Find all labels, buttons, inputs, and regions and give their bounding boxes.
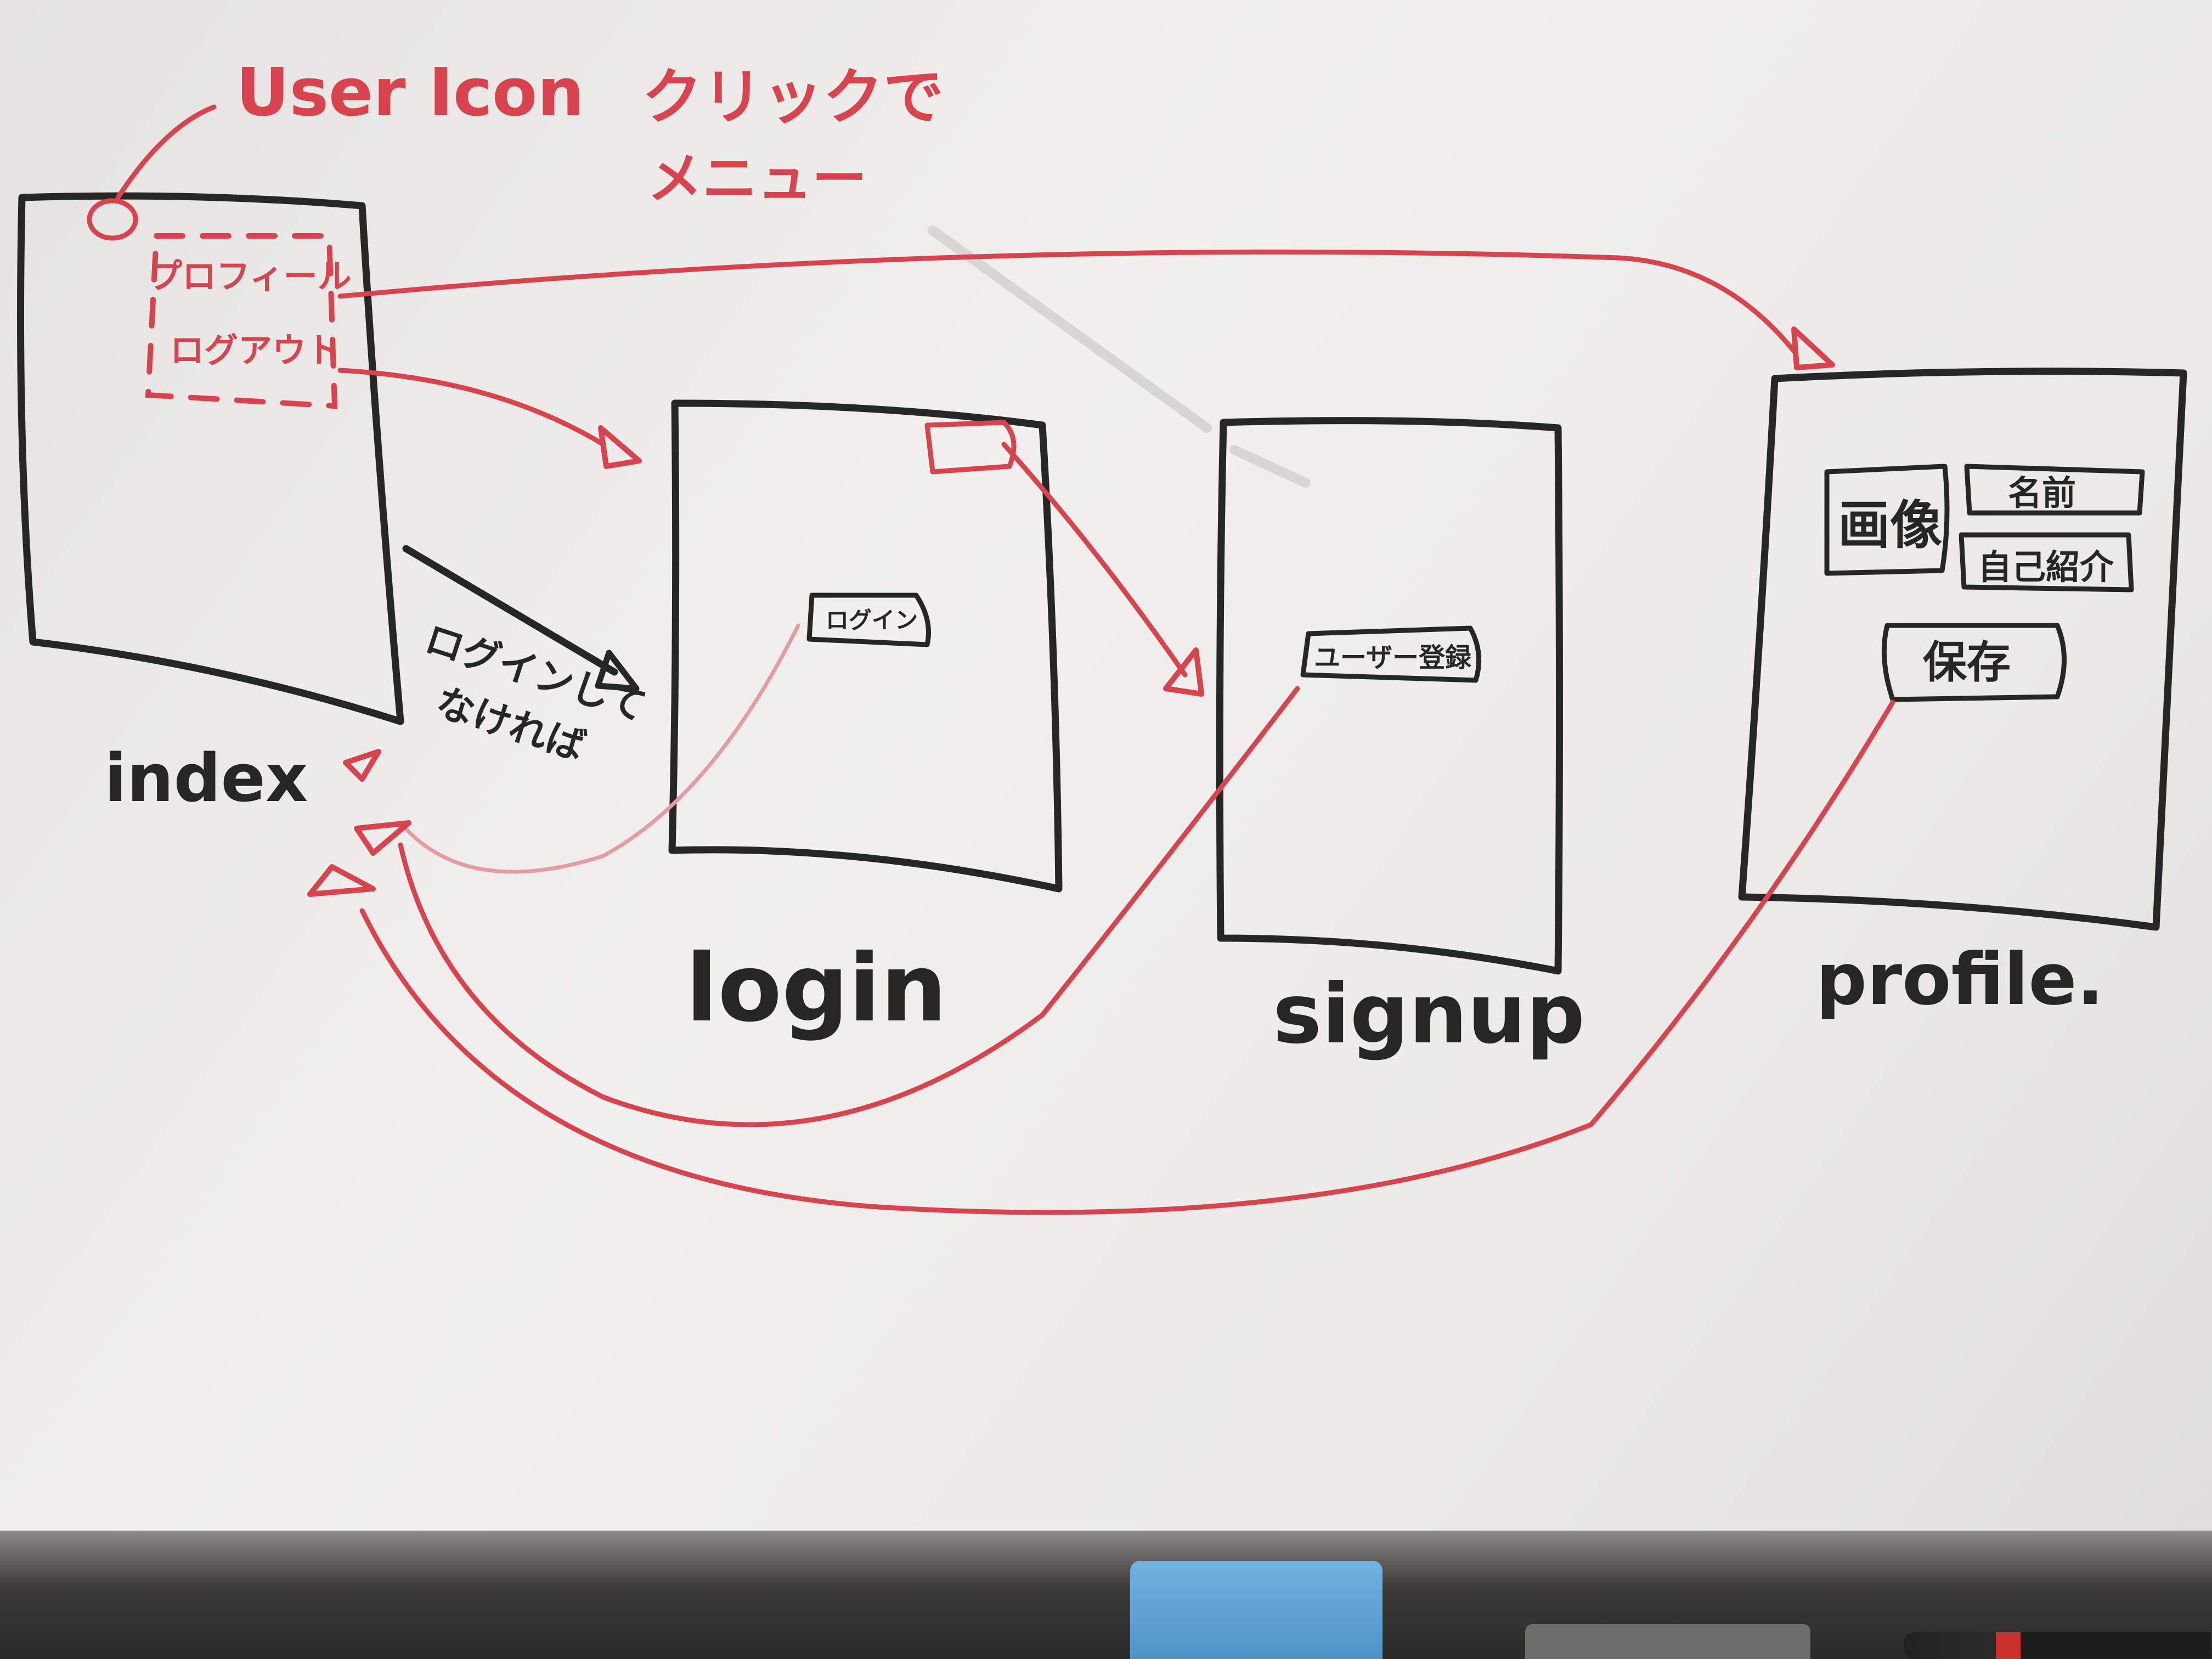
diagram-canvas: プロフィール ログアウト index ログイン login ユーザー登録 sig… [17,55,2187,1215]
arrow-login-to-signup-head [1163,647,1204,697]
arrow-menu-to-profile [337,249,1797,354]
login-button-outline [806,592,931,647]
return-arrow-from-profile [359,699,1895,1215]
login-button-label: ログイン [826,607,918,634]
user-icon-leader-line [115,104,217,200]
dropdown-menu-outline [145,233,338,409]
profile-image-box [1824,464,1950,576]
guard-arrowhead [595,650,640,692]
marker-pen [1904,1632,2211,1659]
signup-button-outline [1300,625,1482,683]
profile-bio-label: 自己紹介 [1978,547,2114,587]
arrow-menu-to-profile-head [1791,326,1835,370]
menu-item-logout: ログアウト [170,330,340,370]
signup-page-frame [1216,417,1563,975]
eraser-felt [1525,1624,1810,1659]
erased-stroke [1229,445,1311,488]
menu-item-profile: プロフィール [148,256,352,296]
profile-bio-field [1959,532,2134,592]
click-menu-annotation-2: メニュー [647,146,867,211]
profile-name-field [1964,464,2145,516]
eraser [1130,1561,1383,1659]
signup-page-name: signup [1273,967,1585,1062]
signup-button-label: ユーザー登録 [1314,642,1472,673]
return-arrow-from-login [398,623,800,874]
arrow-login-to-signup [1001,442,1188,678]
return-arrowhead-3 [307,864,376,897]
return-arrowhead-1 [343,749,381,782]
arrow-menu-to-login [337,368,606,447]
user-icon-circle [87,198,138,241]
index-page-name: index [104,741,308,817]
profile-save-label: 保存 [1923,637,2011,688]
profile-image-label: 画像 [1838,495,1942,556]
return-arrowhead-2 [354,820,411,856]
login-page-name: login [686,934,947,1043]
profile-page-name: profile. [1816,938,2104,1021]
login-page-frame [668,399,1063,893]
click-menu-annotation-1: クリックで [642,62,944,132]
profile-page-frame [1738,368,2187,931]
signup-link-box [924,420,1017,475]
erased-stroke [928,225,1212,433]
user-icon-annotation: User Icon [236,55,584,131]
profile-name-label: 名前 [2008,473,2076,513]
arrow-menu-to-login-head [598,425,642,469]
index-page-frame [17,192,404,725]
profile-save-button [1881,623,2067,702]
whiteboard-tray [0,1531,2212,1659]
guard-arrow-line [402,545,618,676]
return-arrow-from-signup [398,686,1300,1127]
